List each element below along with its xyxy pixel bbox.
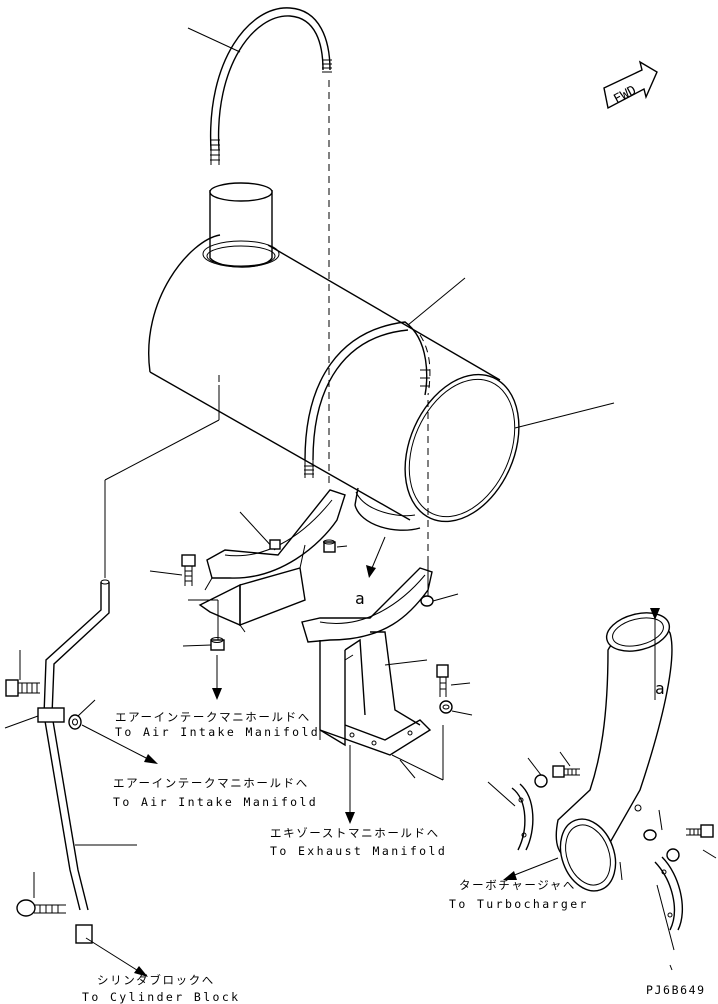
bolt-icon-elbow-right — [686, 824, 714, 838]
fwd-arrow-icon: FWD — [603, 60, 658, 110]
bolt-icon-elbow-top — [552, 765, 580, 778]
exhaust-label-en: To Exhaust Manifold — [270, 844, 447, 858]
nut-icon — [210, 637, 225, 651]
right-bracket — [301, 536, 473, 824]
air-intake-label-2-en: To Air Intake Manifold — [113, 795, 318, 809]
left-bracket — [149, 489, 348, 700]
bolt-icon-lower — [16, 899, 66, 917]
turbo-elbow — [487, 608, 717, 971]
bolt-icon-left-bracket — [181, 554, 196, 586]
air-intake-label-2-jp: エアーインテークマニホールドへ — [113, 776, 309, 790]
cylinder-label-jp: シリンダブロックへ — [97, 973, 215, 987]
detail-a-label-elbow: a — [655, 679, 665, 698]
air-intake-label-1-jp: エアーインテークマニホールドへ — [115, 710, 311, 724]
drain-pipe — [4, 385, 220, 977]
detail-a-label-muffler: a — [355, 589, 365, 608]
turbo-label-en: To Turbocharger — [449, 897, 589, 911]
turbo-label-jp: ターボチャージャへ — [459, 878, 576, 892]
bolt-icon-right-bracket — [436, 664, 449, 697]
drawing-code: PJ6B649 — [646, 983, 706, 997]
cylinder-label-en: To Cylinder Block — [82, 990, 241, 1004]
fwd-label: FWD — [611, 83, 639, 107]
exhaust-label-jp: エキゾーストマニホールドへ — [270, 826, 440, 840]
muffler — [148, 182, 520, 531]
bolt-icon — [5, 679, 40, 697]
air-intake-label-1-en: To Air Intake Manifold — [115, 725, 320, 739]
u-bolt-top — [187, 7, 332, 165]
